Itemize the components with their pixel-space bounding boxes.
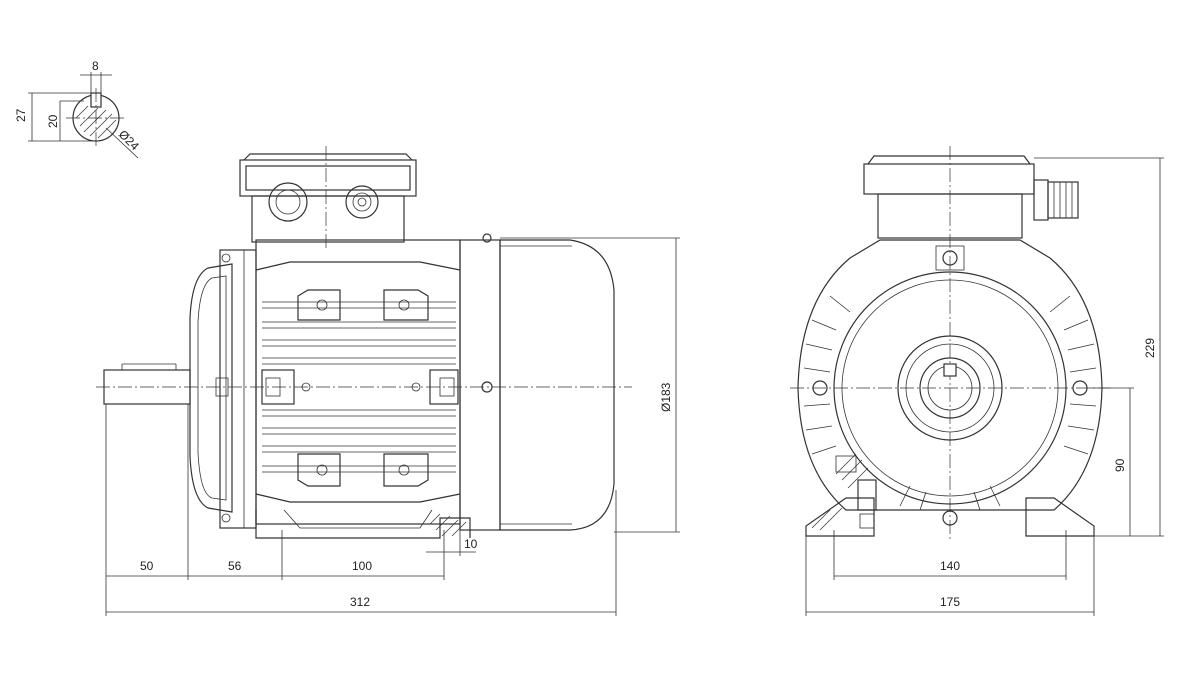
key-height-label: 27 <box>14 108 28 122</box>
foot-hole-spacing-end-label: 140 <box>940 559 960 573</box>
motor-side-view <box>96 146 632 539</box>
overall-length-label: 312 <box>350 595 370 609</box>
shaft-length-label: 50 <box>140 559 154 573</box>
shaft-height-label: 90 <box>1113 458 1127 472</box>
shaft-key-detail: 8 27 20 Ø24 <box>14 59 142 159</box>
housing-diameter-label: Ø183 <box>659 382 673 412</box>
foot-to-shoulder-label: 56 <box>228 559 242 573</box>
shaft-reduced-label: 20 <box>46 114 60 128</box>
foot-thickness-label: 10 <box>464 537 478 551</box>
foot-hole-spacing-label: 100 <box>352 559 372 573</box>
key-width-label: 8 <box>92 59 99 73</box>
end-view-dimensions: 229 90 140 175 <box>805 157 1164 616</box>
shaft-diameter-label: Ø24 <box>116 127 142 153</box>
side-view-dimensions: 50 56 100 10 312 Ø183 <box>105 237 680 616</box>
motor-end-view <box>790 146 1110 540</box>
overall-width-label: 175 <box>940 595 960 609</box>
overall-height-label: 229 <box>1143 338 1157 358</box>
